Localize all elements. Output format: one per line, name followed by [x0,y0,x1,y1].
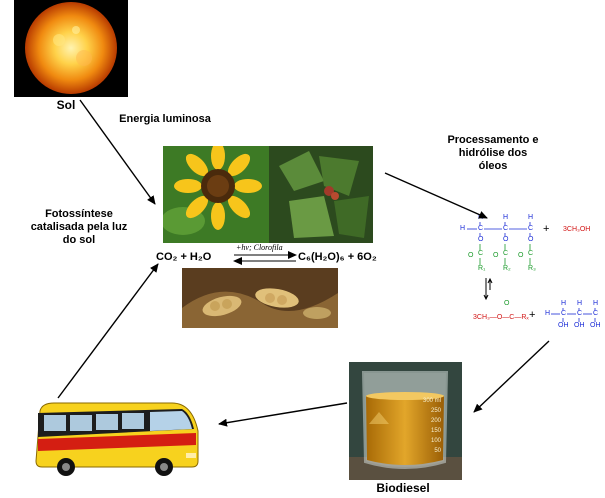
plus-sign-bottom: + [529,309,536,321]
sunflower-image [163,146,269,243]
beaker-marks: 300 ml 250 200 150 100 50 [422,398,441,454]
energia-luminosa-label: Energia luminosa [119,113,211,125]
processamento-label: Processamento e hidrólise dos óleos [447,134,539,172]
equilibrium-arrow-small [483,277,493,301]
sol-label: Sol [56,98,76,112]
equation-right: C₆(H₂O)₆ + 6O₂ [298,251,377,263]
castor-plant-image [269,146,373,243]
beaker-image: 300 ml 250 200 150 100 50 [349,362,462,480]
sun-icon [25,2,117,94]
soybean-image [182,268,338,328]
arrow-biodiesel-to-bus [218,402,348,427]
sunflower-icon [163,146,269,243]
biodiesel-label: Biodiesel [376,481,430,495]
glycerol-structure: H H C H C H C OH OH OH [545,300,601,329]
arrow-bus-to-plants [57,263,159,399]
bus-icon [35,402,199,476]
methanol-label: 3CH₃OH [563,226,591,233]
soybean-icon [182,268,338,328]
methyl-ester-label: 3CH₃—O—C—Rₓ [473,314,529,321]
sun-image [14,0,128,97]
beaker-icon [349,362,462,480]
triglyceride-structure: H H C H C H C O O O C C C O O O R₁ R₂ R₃ [460,214,536,272]
castor-plant-icon [269,146,373,243]
over-arrow-label: +hν; Clorofila [236,243,283,252]
plus-sign-top: + [543,223,550,235]
arrow-processing-to-biodiesel [473,340,550,413]
fotossintese-label: Fotossíntese catalisada pela luz do sol [30,208,128,246]
equation-left: CO₂ + H₂O [156,251,212,263]
ester-carbonyl-o: O [504,300,510,307]
